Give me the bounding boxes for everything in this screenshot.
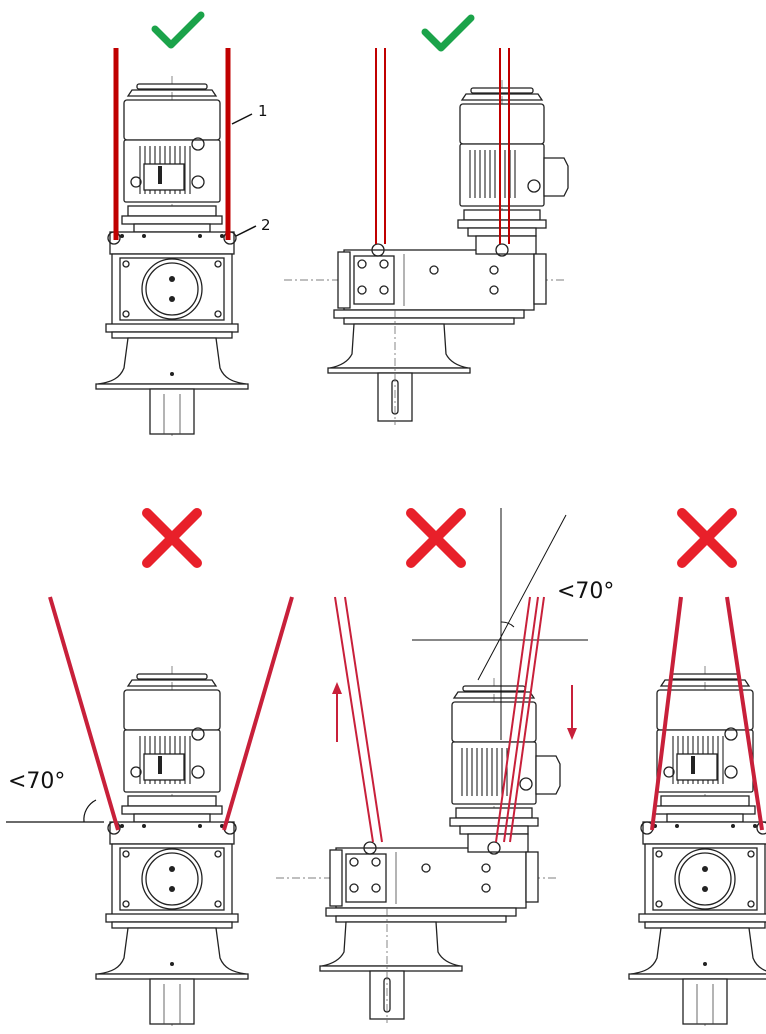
cross-icon bbox=[411, 513, 461, 563]
checkmark-icon bbox=[155, 15, 201, 45]
checkmark-icon bbox=[425, 18, 471, 48]
gearmotor-vertical-drawing bbox=[95, 75, 249, 437]
callout-1: 1 bbox=[258, 102, 268, 120]
sling-right bbox=[725, 596, 764, 831]
panel-incorrect-angled: <70° bbox=[275, 508, 614, 1024]
sling-right-pair bbox=[495, 596, 545, 843]
panel-correct-vertical: 1 2 bbox=[95, 15, 271, 437]
sling-left-pair bbox=[334, 596, 383, 843]
panel-correct-angled bbox=[283, 18, 569, 426]
panel-incorrect-vertical-angle: <70° bbox=[6, 513, 294, 1027]
angle-construction-lines bbox=[412, 508, 588, 740]
cross-icon bbox=[147, 513, 197, 563]
sling-left-pair bbox=[375, 48, 386, 244]
angle-label-left: <70° bbox=[8, 769, 65, 794]
arrow-up-icon bbox=[332, 682, 342, 742]
gearmotor-angled-drawing bbox=[283, 79, 569, 426]
callout-leader-1 bbox=[231, 113, 253, 125]
cross-icon bbox=[682, 513, 732, 563]
gearmotor-angled-drawing bbox=[275, 677, 561, 1024]
sling-right bbox=[222, 596, 294, 831]
callout-2: 2 bbox=[261, 216, 271, 234]
sling-right-pair bbox=[499, 48, 510, 244]
callout-leader-2 bbox=[235, 225, 257, 237]
panel-incorrect-vertical-converging bbox=[628, 513, 766, 1027]
angle-label-middle: <70° bbox=[557, 579, 614, 604]
arrow-down-icon bbox=[567, 685, 577, 740]
sling-left bbox=[650, 596, 683, 831]
sling-left bbox=[48, 596, 120, 831]
angle-arc bbox=[83, 799, 97, 823]
gearmotor-vertical-drawing bbox=[95, 665, 249, 1027]
